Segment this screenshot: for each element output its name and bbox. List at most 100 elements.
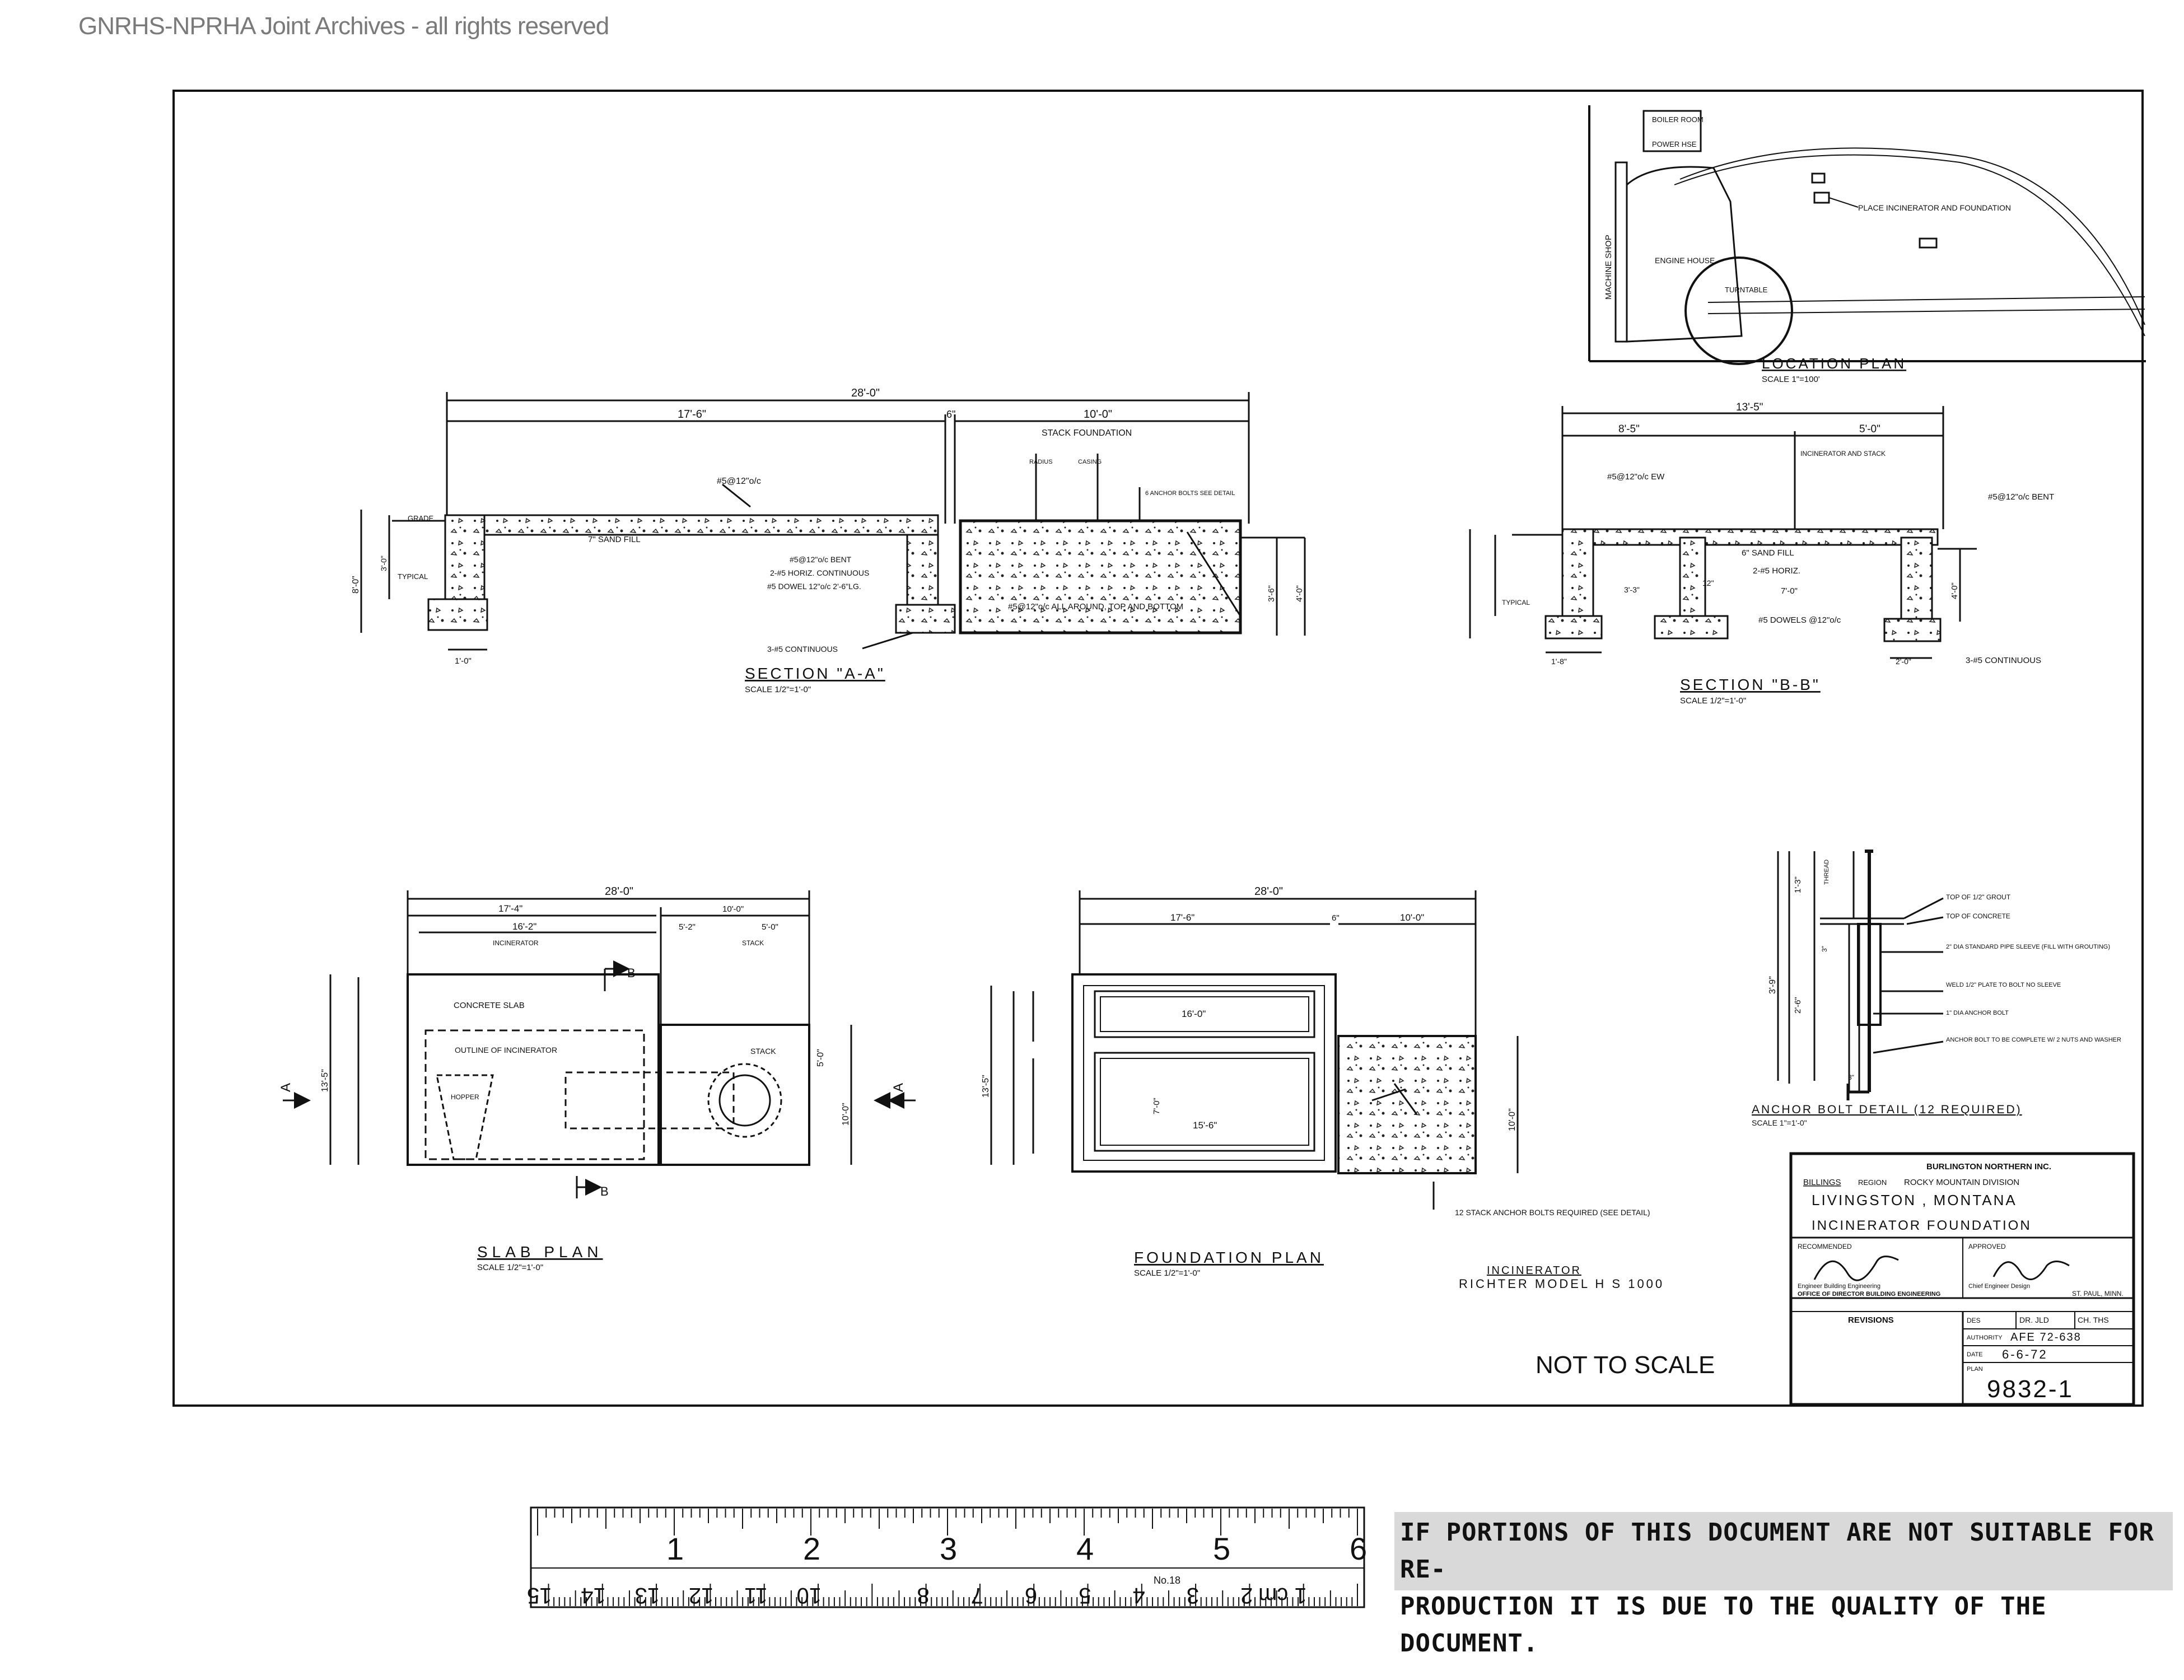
title-block [1789, 1152, 2135, 1406]
fp-anchor-note: 12 STACK ANCHOR BOLTS REQUIRED (SEE DETA… [1455, 1208, 1650, 1217]
tb-date: 6-6-72 [2002, 1347, 2048, 1361]
ruler-cm-label: 5 [1079, 1583, 1091, 1608]
bb-dim-overall: 13'-5" [1736, 402, 1763, 413]
slab-dim-e: 5'-0" [762, 922, 778, 932]
slab-section-a: A [278, 1083, 293, 1092]
ruler-inch-label: 3 [940, 1531, 957, 1566]
ruler-cm-label: 8 [917, 1583, 929, 1608]
bb-dim-e: 4'-0" [1950, 582, 1959, 599]
aa-radius: RADIUS [1029, 459, 1053, 465]
slab-dim-v3: 5'-0" [816, 1049, 825, 1067]
ruler-inch-label: 4 [1076, 1531, 1094, 1566]
slab-concrete-slab: CONCRETE SLAB [454, 1001, 525, 1010]
ruler-cm-label: 12 [689, 1583, 714, 1608]
foundation-plan-drawing [888, 890, 1519, 1210]
ruler-cm-label: 13 [635, 1583, 660, 1608]
bb-horiz: 2-#5 HORIZ. [1753, 566, 1800, 576]
tb-app-title: Chief Engineer Design [1968, 1283, 2030, 1290]
fp-dim-d: 16'-0" [1182, 1009, 1206, 1019]
aa-rebar-bent: #5@12"o/c BENT [790, 555, 852, 564]
foundation-plan-labels: 28'-0" 17'-6" 6" 10'-0" 16'-0" 15'-6" 7'… [891, 885, 1662, 1291]
reproduction-notice: IF PORTIONS OF THIS DOCUMENT ARE NOT SUI… [1394, 1512, 2173, 1658]
tb-plan-number: 9832-1 [1987, 1375, 2074, 1403]
bb-dim-c: 2'-0" [1896, 657, 1911, 666]
ruler-cm-label: 7 [971, 1583, 983, 1608]
aa-all-around: #5@12"o/c ALL AROUND, TOP AND BOTTOM [1008, 602, 1183, 612]
ruler-inch-label: 1 [666, 1531, 684, 1566]
section-aa-drawing [360, 392, 1306, 651]
location-plan [1588, 105, 2146, 365]
section-aa-title: SECTION "A-A" [745, 665, 885, 682]
ruler-cm-label: 3 [1187, 1583, 1199, 1608]
tb-authority: AFE 72-638 [2010, 1331, 2082, 1343]
anchor-bolt-detail-drawing [1777, 850, 1944, 1100]
tb-city: ST. PAUL, MINN. [2072, 1290, 2124, 1298]
slab-plan-title: SLAB PLAN [477, 1243, 603, 1261]
tb-dr: DR. JLD [2019, 1315, 2049, 1324]
loc-turntable: TURNTABLE [1725, 286, 1768, 294]
abd-dim-c: 2'-6" [1793, 997, 1803, 1014]
slab-stack: STACK [742, 939, 764, 947]
tb-location: LIVINGSTON , MONTANA [1812, 1192, 2017, 1208]
tb-approved: APPROVED [1968, 1243, 2006, 1250]
slab-dim-overall: 28'-0" [605, 885, 633, 898]
fp-dim-e: 15'-6" [1193, 1120, 1217, 1131]
abd-top-grout: TOP OF 1/2" GROUT [1946, 893, 2011, 901]
tb-revisions: REVISIONS [1848, 1315, 1894, 1325]
aa-horiz-cont: 2-#5 HORIZ. CONTINUOUS [770, 568, 869, 577]
slab-plan-labels: 28'-0" 17'-4" 10'-0" 16'-2" 5'-2" 5'-0" … [278, 885, 851, 1272]
aa-anchor-note: 6 ANCHOR BOLTS SEE DETAIL [1145, 490, 1235, 497]
slab-dim-a: 17'-4" [498, 903, 522, 914]
aa-dim-v2: 3'-0" [379, 556, 388, 571]
not-to-scale-label: NOT TO SCALE [1536, 1351, 1715, 1379]
abd-bolt: 1" DIA ANCHOR BOLT [1946, 1010, 2009, 1016]
aa-dowel: #5 DOWEL 12"o/c 2'-6"LG. [767, 582, 861, 591]
archive-watermark: GNRHS-NPRHA Joint Archives - all rights … [78, 12, 609, 40]
slab-plan-drawing [283, 890, 902, 1198]
aa-dim-right: 10'-0" [1084, 408, 1112, 421]
anchor-detail-scale: SCALE 1"=1'-0" [1752, 1118, 1807, 1127]
fp-dim-c: 10'-0" [1400, 912, 1424, 923]
title-block-text: BURLINGTON NORTHERN INC. BILLINGS REGION… [1798, 1162, 2124, 1403]
drawing-sheet-border [172, 90, 2144, 1407]
section-bb-title: SECTION "B-B" [1680, 676, 1821, 693]
anchor-detail-title: ANCHOR BOLT DETAIL (12 REQUIRED) [1752, 1103, 2022, 1116]
section-aa-scale: SCALE 1/2"=1'-0" [745, 685, 811, 694]
ruler-cm-label: 10 [797, 1583, 822, 1608]
bb-rebar: #5@12"o/c EW [1607, 472, 1665, 482]
bb-typical: TYPICAL [1502, 599, 1530, 606]
section-bb-scale: SCALE 1/2"=1'-0" [1680, 696, 1746, 706]
aa-sand-fill: 7" SAND FILL [588, 535, 641, 544]
aa-typical: TYPICAL [398, 572, 428, 581]
fp-dim-b: 6" [1332, 913, 1340, 923]
ruler-cm-label: 11 [744, 1583, 768, 1608]
aa-rebar-top: #5@12"o/c [717, 477, 761, 486]
ruler-cm-label: 4 [1133, 1583, 1145, 1608]
loc-boiler-room: BOILER ROOM [1652, 115, 1704, 124]
tb-date-label: DATE [1967, 1351, 1983, 1358]
loc-place-note: PLACE INCINERATOR AND FOUNDATION [1858, 203, 2011, 212]
abd-sleeve: 2" DIA STANDARD PIPE SLEEVE (FILL WITH G… [1946, 944, 2110, 950]
aa-dim-v1: 8'-0" [351, 576, 361, 594]
bb-sand-fill: 6" SAND FILL [1742, 548, 1794, 558]
bb-dim-a: 3'-3" [1624, 585, 1640, 594]
notice-line1: IF PORTIONS OF THIS DOCUMENT ARE NOT SUI… [1400, 1518, 2155, 1584]
bb-dim-right: 5'-0" [1859, 423, 1880, 435]
ruler-cm-label: 1 cm [1258, 1583, 1307, 1608]
slab-dim-v1: 13'-5" [320, 1069, 330, 1092]
tb-plan-label: PLAN [1967, 1366, 1983, 1373]
bb-incinerator-stack: INCINERATOR AND STACK [1800, 450, 1886, 458]
slab-dim-c: 16'-2" [512, 921, 536, 932]
aa-casing: CASING [1078, 459, 1102, 465]
section-bb-drawing [1469, 406, 1977, 659]
bb-dim-7: 7'-0" [1781, 586, 1798, 596]
fp-dim-v1: 13'-5" [981, 1075, 991, 1098]
abd-dim-d: 3" [1821, 946, 1828, 952]
notice-line2: PRODUCTION IT IS DUE TO THE QUALITY OF T… [1400, 1592, 2047, 1658]
slab-dim-b: 10'-0" [722, 904, 744, 914]
loc-machine-shop: MACHINE SHOP [1604, 235, 1613, 300]
tb-region: BILLINGS [1803, 1178, 1841, 1187]
foundation-plan-title: FOUNDATION PLAN [1134, 1249, 1324, 1266]
bb-continuous: 3-#5 CONTINUOUS [1966, 656, 2041, 665]
tb-rec-title: Engineer Building Engineering [1798, 1283, 1880, 1290]
